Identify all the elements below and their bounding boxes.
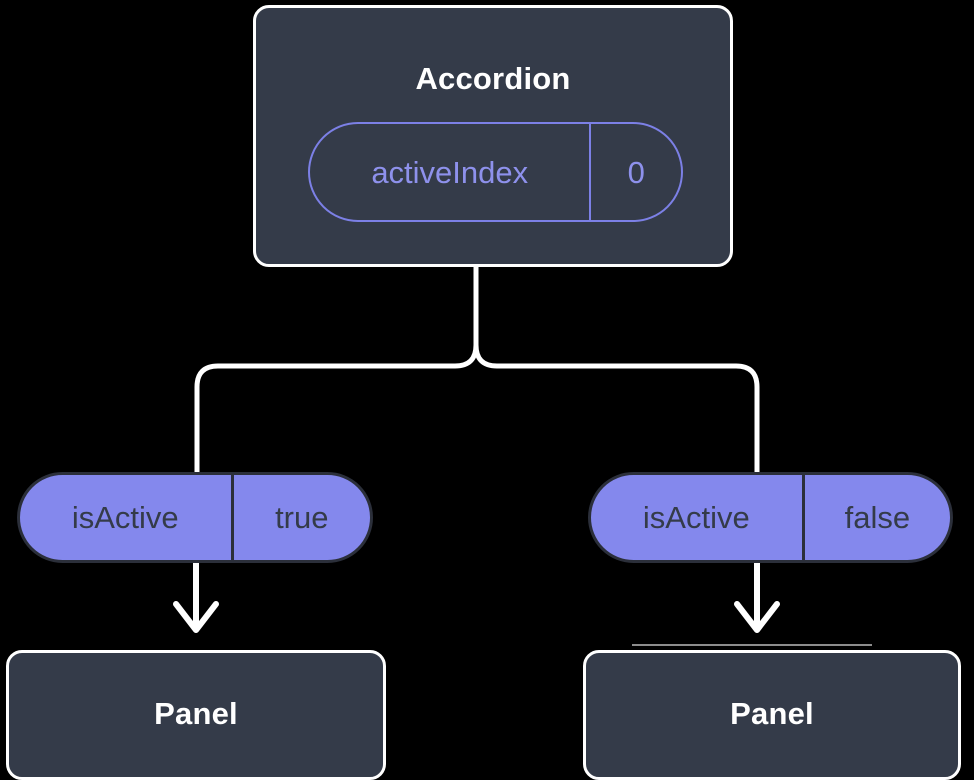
panel-node-right[interactable]: Panel	[583, 650, 961, 780]
state-pill-active-index[interactable]: activeIndex 0	[308, 122, 683, 222]
prop-pill-is-active-true[interactable]: isActive true	[17, 472, 373, 563]
panel-node-title: Panel	[154, 696, 238, 731]
state-pill-key: activeIndex	[371, 154, 529, 190]
accordion-node-title: Accordion	[415, 61, 571, 96]
prop-pill-key: isActive	[642, 500, 750, 535]
panel-node-left[interactable]: Panel	[6, 650, 386, 780]
arrowhead-right-panel-icon	[734, 601, 780, 633]
accordion-node[interactable]: Accordion activeIndex 0	[253, 5, 733, 267]
prop-pill-value: true	[230, 475, 370, 560]
connector-root-to-left-branch	[194, 264, 479, 475]
state-pill-value: 0	[589, 124, 681, 220]
prop-pill-key: isActive	[71, 500, 179, 535]
prop-pill-is-active-false[interactable]: isActive false	[588, 472, 953, 563]
panel-node-title: Panel	[730, 696, 814, 731]
arrowhead-left-panel-icon	[173, 601, 219, 633]
connector-root-to-right-branch	[473, 264, 760, 475]
prop-pill-value: false	[801, 475, 950, 560]
